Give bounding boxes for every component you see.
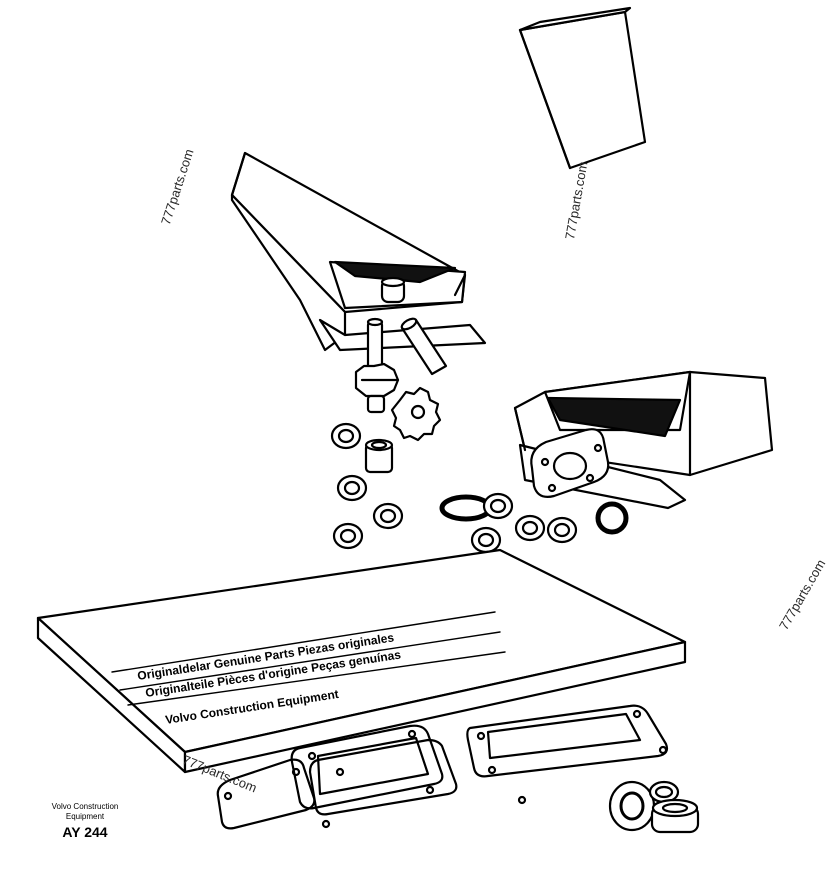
box-pin bbox=[380, 276, 406, 304]
caption-company-line2: Equipment bbox=[65, 812, 105, 821]
washers-right bbox=[439, 492, 629, 554]
open-box-upper bbox=[230, 151, 487, 352]
drive-shaft-gear bbox=[354, 317, 400, 414]
washers-left bbox=[330, 422, 404, 550]
roller-pin bbox=[400, 317, 448, 376]
parts-book bbox=[36, 548, 687, 774]
small-gear bbox=[390, 386, 442, 442]
bushing bbox=[364, 438, 394, 474]
exploded-parts-drawing: Originaldelar Genuine Parts Piezas origi… bbox=[36, 6, 774, 834]
caption-illustration-code: AY 244 bbox=[62, 824, 108, 840]
rectangular-gaskets bbox=[216, 704, 669, 830]
parts-kit-illustration: Originaldelar Genuine Parts Piezas origi… bbox=[36, 6, 828, 840]
closed-box bbox=[518, 6, 647, 170]
oil-seals bbox=[608, 780, 700, 834]
caption-company-line1: Volvo Construction bbox=[51, 802, 119, 811]
flange-gasket bbox=[530, 428, 610, 498]
